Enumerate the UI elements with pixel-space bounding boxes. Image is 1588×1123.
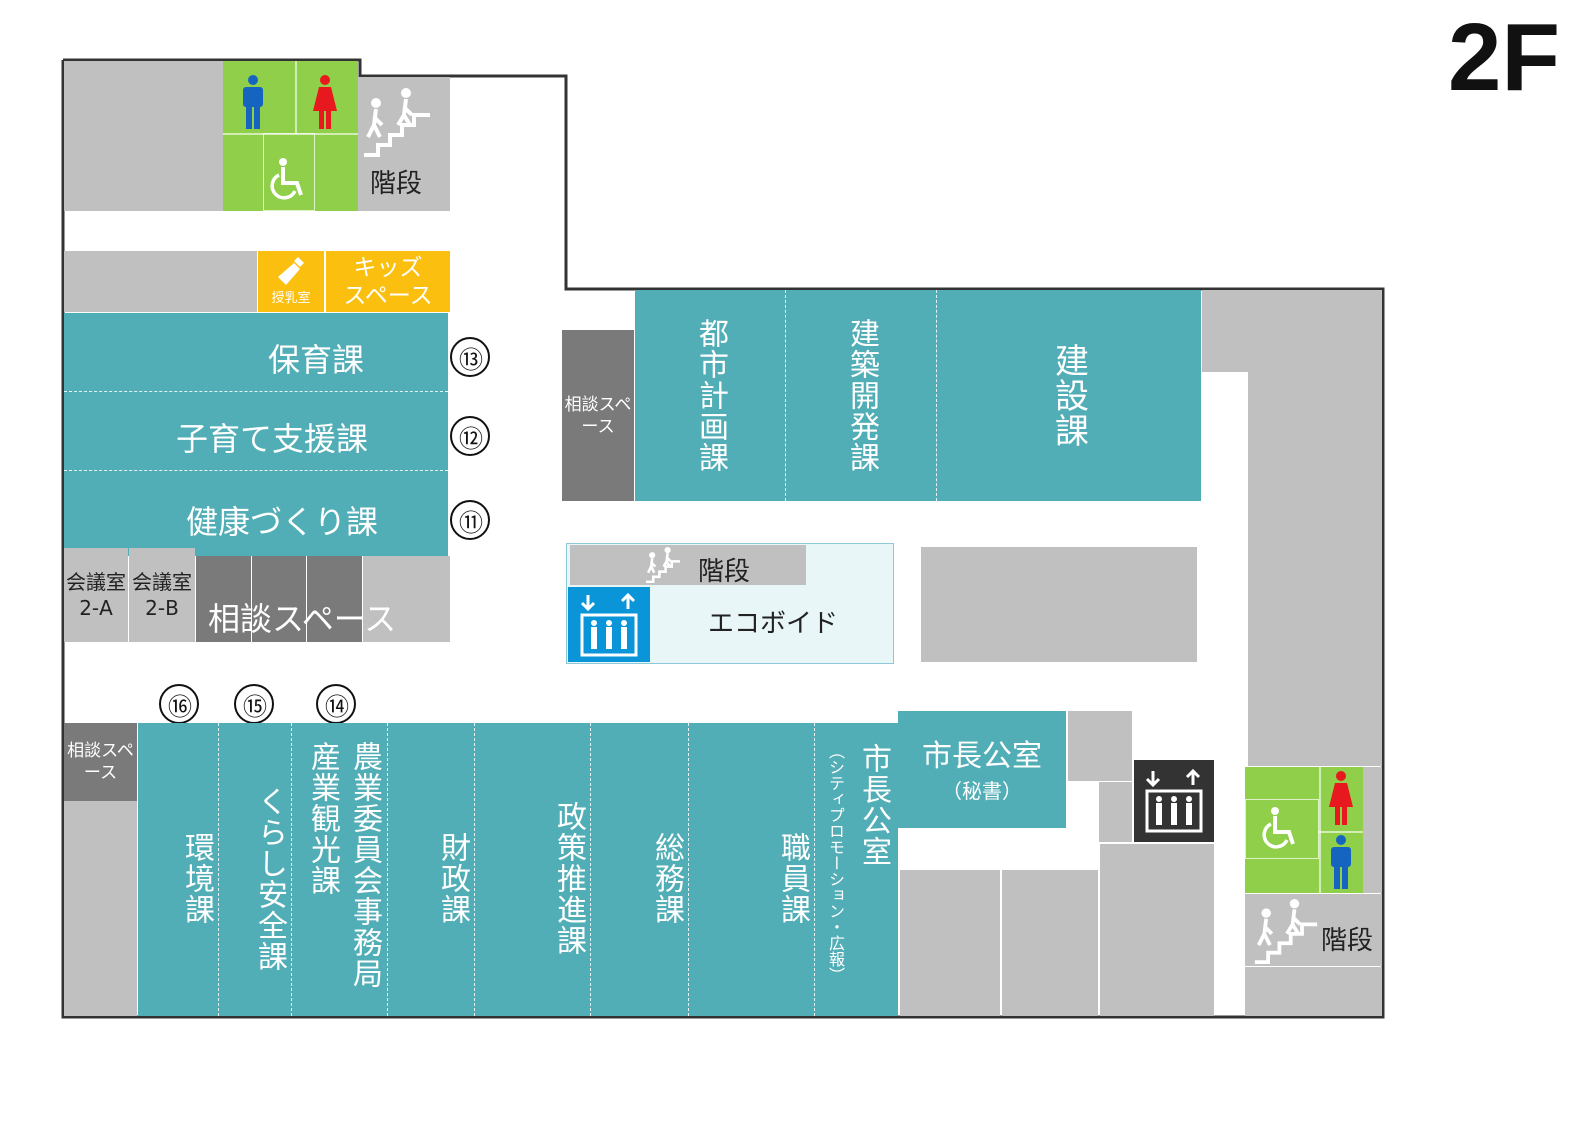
dept-kenchiku-label: 建築開発課	[844, 318, 879, 473]
stairs-center-label: 階段	[698, 557, 751, 587]
service-column-right	[1248, 372, 1382, 726]
storage-bottom-left	[64, 801, 137, 1016]
dept-sangyo-nogyo[interactable]: 農業委員会事務局 産業観光課	[291, 723, 387, 1016]
kids-space-label: キッズスペース	[343, 254, 433, 309]
service-right-lower	[1248, 726, 1382, 766]
dept-kurashi[interactable]: くらし安全課	[218, 723, 291, 1016]
dept-kankyo[interactable]: 環境課	[138, 723, 218, 1016]
consult-space-lower-label: 相談スペース	[67, 741, 134, 783]
marker-13: ⑬	[450, 337, 490, 377]
dept-zaisei[interactable]: 財政課	[387, 723, 474, 1016]
dept-seisaku[interactable]: 政策推進課	[474, 723, 590, 1016]
dept-kurashi-label: くらし安全課	[252, 785, 287, 972]
consult-booth-1	[196, 556, 251, 642]
consult-booth-2	[252, 556, 306, 642]
service-room-d	[1002, 870, 1098, 1016]
meeting-room-2a[interactable]: 会議室2-A	[64, 548, 128, 642]
consult-booth-4	[363, 556, 450, 642]
dept-mayor-pr-label: 市長公室	[856, 743, 891, 867]
service-room-a	[1068, 711, 1132, 781]
meeting-room-2b[interactable]: 会議室2-B	[129, 548, 195, 642]
elevator-right[interactable]	[1134, 760, 1214, 842]
meeting-room-2b-label: 会議室2-B	[132, 570, 192, 620]
service-room-e	[1100, 844, 1214, 1016]
mayor-secretary-label: 市長公室	[922, 739, 1042, 774]
dept-somu-label: 総務課	[649, 832, 684, 925]
dept-kensetsu[interactable]: 建設課	[936, 290, 1201, 501]
dept-zaisei-label: 財政課	[435, 832, 470, 925]
nursing-room-label: 授乳室	[271, 291, 311, 306]
dept-toshi[interactable]: 都市計画課	[635, 290, 785, 501]
stairs-top-label: 階段	[370, 169, 423, 199]
marker-14: ⑭	[316, 684, 356, 724]
male-toilet-icon	[243, 75, 263, 129]
dept-mayor-pr[interactable]: 市長公室 （シティプロモーション・広報）	[814, 723, 898, 1016]
dept-mayor-pr-sub: （シティプロモーション・広報）	[826, 743, 845, 983]
dept-kosodate-label: 子育て支援課	[176, 420, 369, 458]
wheelchair-icon	[270, 158, 303, 200]
elevator-right-icon	[1145, 768, 1203, 833]
dept-kenchiku[interactable]: 建築開発課	[785, 290, 936, 501]
dept-kenko[interactable]: 健康づくり課	[64, 470, 448, 556]
dept-kosodate[interactable]: 子育て支援課	[64, 391, 448, 470]
service-room-center-right	[921, 547, 1197, 662]
dept-hoiku[interactable]: 保育課	[64, 313, 448, 391]
consult-booth-3	[307, 556, 362, 642]
stairs-icon	[364, 88, 430, 157]
consult-space-left-label: 相談スペース	[208, 600, 397, 638]
restroom-top	[223, 61, 358, 211]
stairs-right-icon	[1254, 898, 1318, 964]
dept-nogyo-label: 農業委員会事務局	[347, 741, 382, 989]
marker-12: ⑫	[450, 416, 490, 456]
stairs-top: 階段	[358, 77, 450, 211]
storage-room-2	[64, 251, 257, 312]
dept-sangyo-label: 産業観光課	[305, 741, 340, 896]
marker-16: ⑯	[159, 684, 199, 724]
dept-kenko-label: 健康づくり課	[186, 503, 379, 541]
female-toilet-right-icon	[1329, 771, 1353, 825]
service-right-strip	[1363, 767, 1382, 893]
stairs-center-icon	[646, 547, 680, 583]
kids-space: キッズスペース	[325, 251, 450, 312]
service-column-top	[1202, 290, 1382, 372]
service-room-b	[1099, 782, 1132, 842]
nursing-room: 授乳室	[258, 251, 324, 312]
marker-15: ⑮	[234, 684, 274, 724]
consult-space-upper-label: 相談スペース	[564, 394, 632, 437]
dept-kankyo-label: 環境課	[179, 832, 214, 925]
marker-11: ⑪	[450, 500, 490, 540]
restroom-right	[1245, 767, 1363, 893]
female-toilet-icon	[313, 75, 337, 129]
wheelchair-right-icon	[1262, 807, 1295, 849]
elevator-center[interactable]	[568, 587, 650, 662]
floor-label: 2F	[1448, 4, 1561, 111]
baby-bottle-icon	[278, 257, 304, 285]
elevator-icon	[580, 593, 638, 657]
meeting-room-2a-label: 会議室2-A	[66, 570, 126, 620]
dept-hoiku-label: 保育課	[268, 341, 365, 379]
dept-kensetsu-label: 建設課	[1048, 343, 1089, 448]
male-toilet-right-icon	[1331, 835, 1351, 889]
service-room-c	[900, 870, 1000, 1016]
dept-shokuin[interactable]: 職員課	[688, 723, 814, 1016]
storage-room	[64, 61, 223, 211]
stairs-right[interactable]: 階段	[1245, 894, 1382, 966]
dept-seisaku-label: 政策推進課	[551, 801, 586, 956]
eco-void-label: エコボイド	[708, 609, 839, 639]
stairs-center[interactable]: 階段	[570, 545, 806, 587]
service-right-bottom	[1245, 967, 1382, 1016]
dept-somu[interactable]: 総務課	[590, 723, 688, 1016]
consult-space-lower[interactable]: 相談スペース	[64, 723, 137, 801]
stairs-right-label: 階段	[1321, 926, 1374, 956]
mayor-secretary-room[interactable]: 市長公室 （秘書）	[898, 711, 1066, 828]
dept-toshi-label: 都市計画課	[693, 318, 728, 473]
consult-space-upper[interactable]: 相談スペース	[562, 330, 634, 501]
mayor-secretary-sub: （秘書）	[942, 779, 1022, 803]
dept-shokuin-label: 職員課	[775, 832, 810, 925]
